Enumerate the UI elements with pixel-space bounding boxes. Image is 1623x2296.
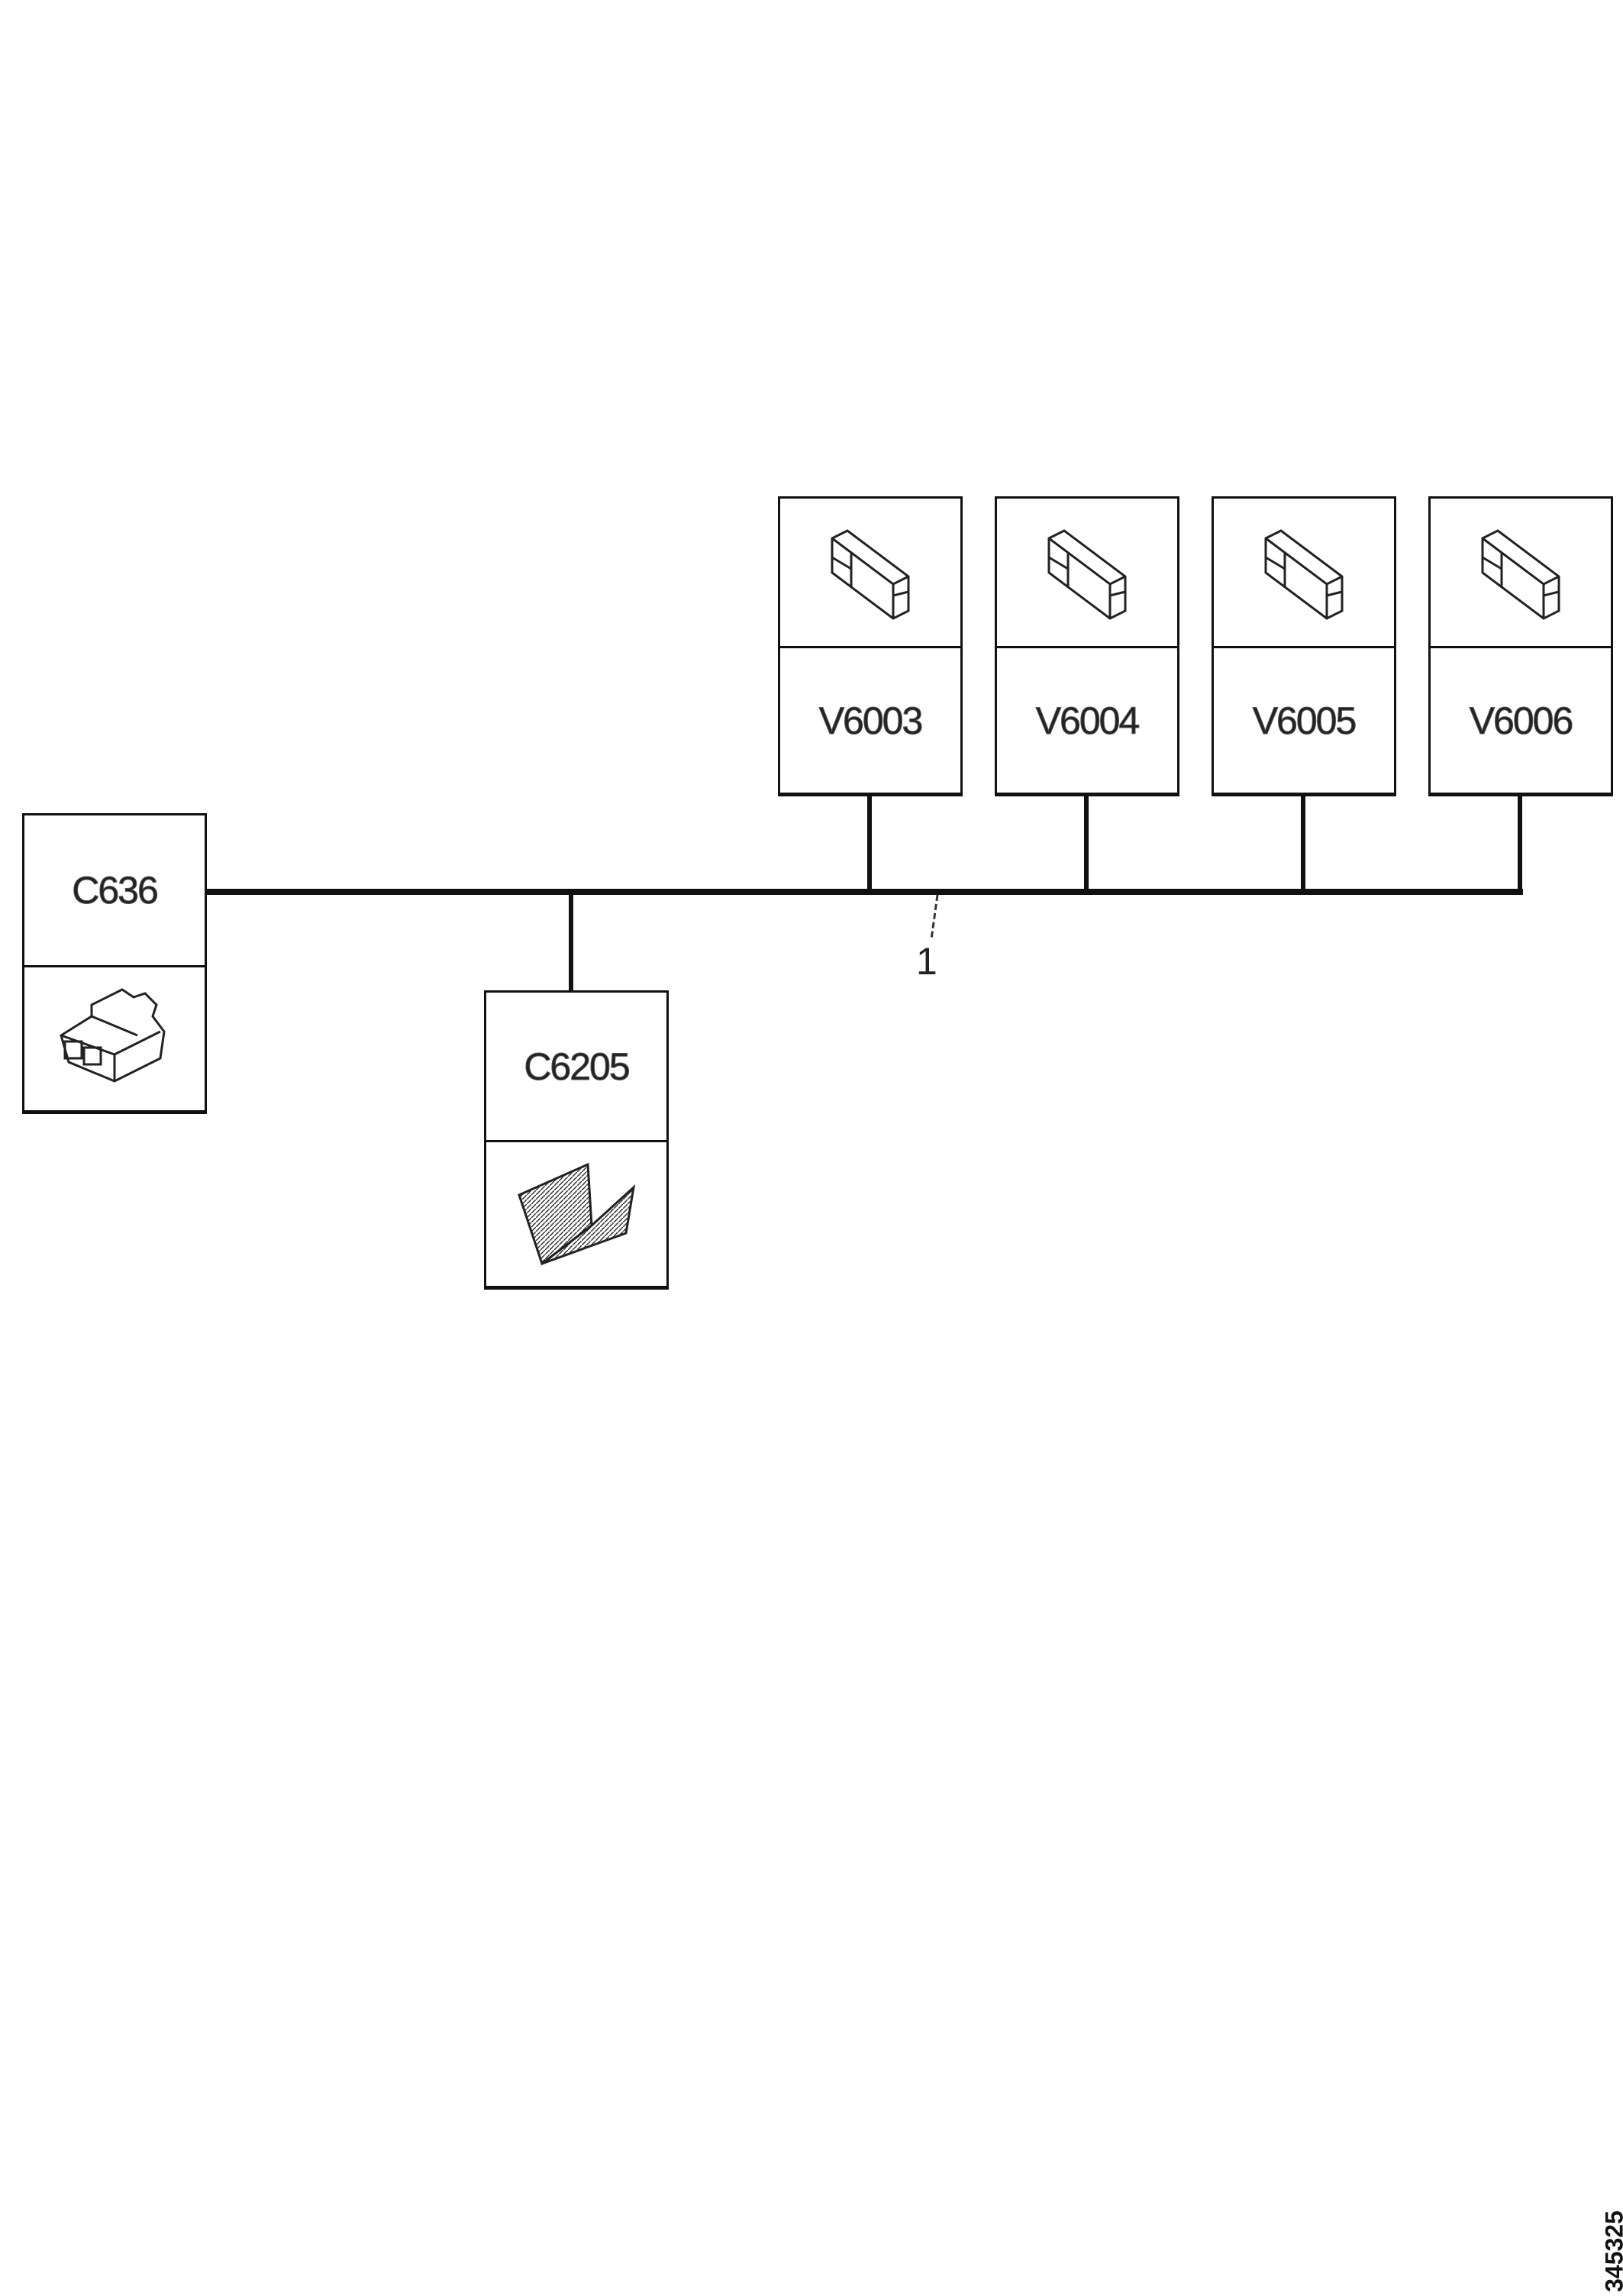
component-label: V6006: [1469, 699, 1574, 742]
drop-c6205: [569, 892, 573, 991]
drop-v6003: [867, 794, 872, 892]
component-label: C636: [72, 869, 160, 912]
component-c6205: C6205: [484, 990, 669, 1290]
divider: [1431, 646, 1611, 648]
component-label: C6205: [524, 1045, 631, 1088]
drop-v6006: [1518, 794, 1522, 892]
callout-leader: [930, 894, 939, 940]
divider: [780, 646, 960, 648]
component-label: V6003: [818, 699, 924, 742]
component-v6003: V6003: [778, 496, 963, 796]
divider: [486, 1140, 666, 1142]
divider: [24, 965, 205, 967]
two-pin-connector-icon: [780, 499, 960, 646]
drop-v6005: [1301, 794, 1305, 892]
flat-cable-connector-icon: [486, 1142, 666, 1286]
component-v6006: V6006: [1428, 496, 1613, 796]
drop-v6004: [1084, 794, 1089, 892]
two-pin-connector-icon: [1431, 499, 1611, 646]
callout-number: 1: [916, 940, 937, 983]
divider: [997, 646, 1177, 648]
component-label: V6004: [1035, 699, 1141, 742]
component-label: V6005: [1252, 699, 1357, 742]
divider: [1214, 646, 1394, 648]
two-pin-connector-icon: [997, 499, 1177, 646]
component-v6004: V6004: [995, 496, 1179, 796]
control-module-connector-icon: [24, 967, 205, 1110]
component-c636: C636: [22, 813, 207, 1114]
component-v6005: V6005: [1212, 496, 1396, 796]
image-number: 345325: [1600, 2210, 1623, 2292]
two-pin-connector-icon: [1214, 499, 1394, 646]
harness-bus-line: [207, 889, 1523, 895]
